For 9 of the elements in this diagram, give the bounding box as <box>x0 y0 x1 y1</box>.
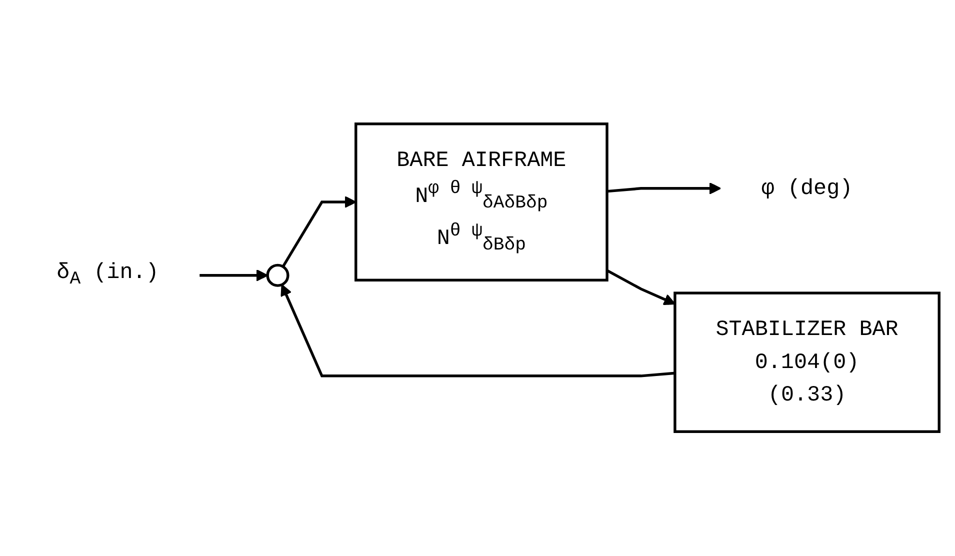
arrow <box>282 196 356 268</box>
node-text: φ (deg) <box>761 176 853 201</box>
arrow <box>606 182 722 195</box>
arrow <box>200 270 268 282</box>
node-circle <box>266 264 290 288</box>
node-text: δ$_{A}$ (in.) <box>56 260 159 291</box>
node-box <box>354 122 608 282</box>
arrow <box>280 284 676 378</box>
node-box <box>674 292 940 434</box>
